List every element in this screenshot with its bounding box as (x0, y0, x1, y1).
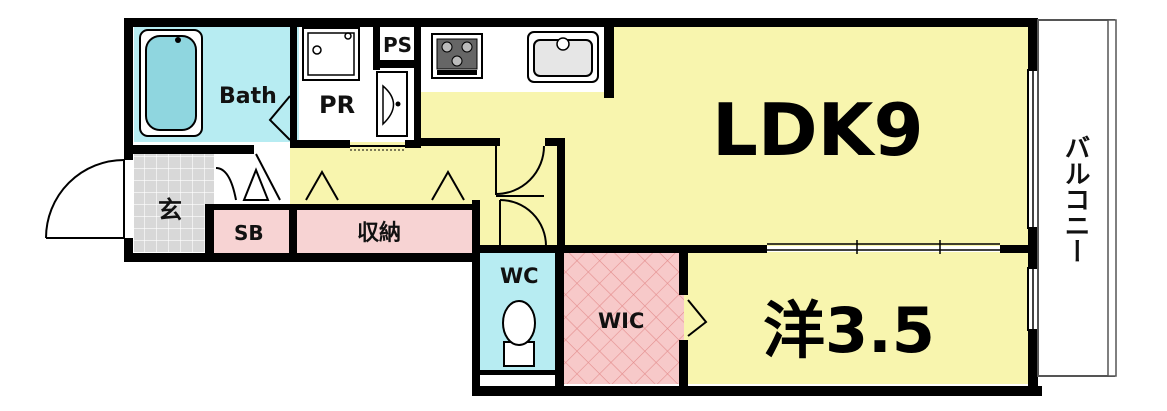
storage-area (296, 206, 474, 254)
toilet-icon (502, 300, 536, 367)
storage-label: 収納 (357, 220, 401, 246)
sb-area (213, 206, 293, 254)
bath-label: Bath (219, 84, 277, 109)
washer-icon (302, 27, 360, 81)
sink-icon (527, 31, 599, 83)
western-label: 洋3.5 (763, 294, 935, 367)
washbasin-icon (376, 71, 408, 137)
balcony-area (1037, 19, 1115, 377)
wic-label: WIC (598, 309, 644, 333)
pr-label: PR (319, 91, 355, 119)
wic-area (563, 252, 684, 384)
balcony-label: バルコニー (1060, 134, 1090, 264)
stove-icon (431, 33, 483, 79)
ps-label: PS (383, 33, 412, 57)
western-area (684, 252, 1032, 384)
bathtub-icon (139, 29, 203, 137)
wc-label: WC (500, 264, 539, 288)
front-door (45, 159, 125, 239)
sb-label: SB (234, 221, 264, 245)
entrance-area (134, 152, 214, 252)
ldk-label: LDK9 (712, 88, 924, 172)
entrance-label: 玄 (158, 196, 182, 224)
